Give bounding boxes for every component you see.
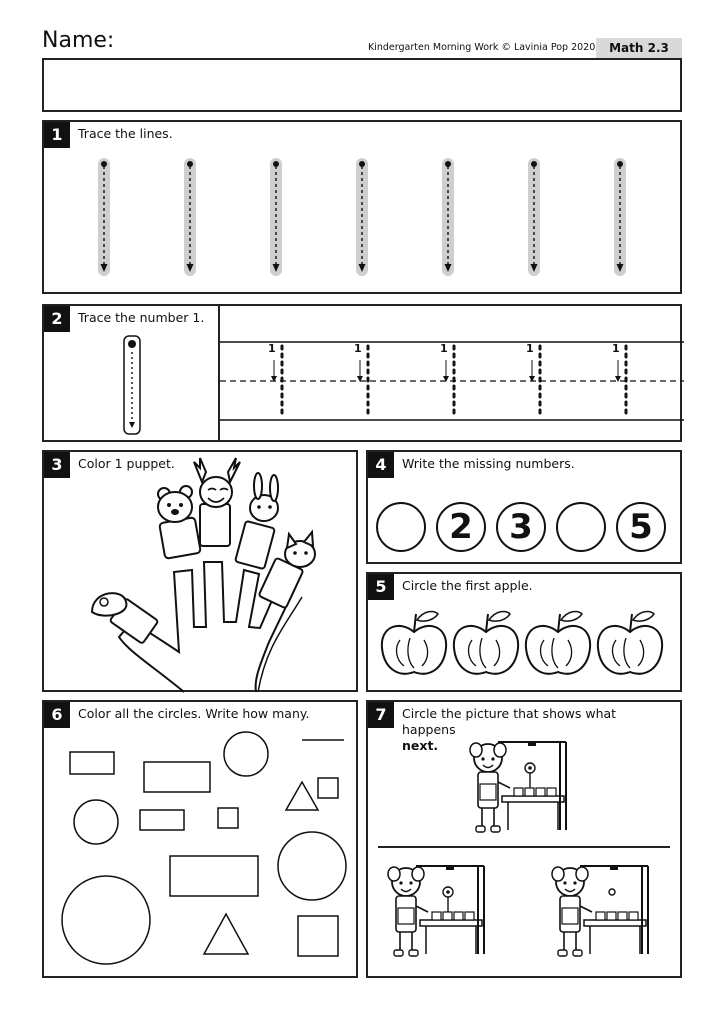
number-circle: 2 bbox=[436, 502, 486, 552]
apples-row[interactable] bbox=[368, 574, 684, 694]
section-first-apple: 5 Circle the first apple. bbox=[366, 572, 682, 692]
trace-digit-guide[interactable] bbox=[357, 344, 370, 418]
tracing-line[interactable] bbox=[614, 158, 626, 276]
section-count-circles: 6 Color all the circles. Write how many. bbox=[42, 700, 358, 978]
gardener-scene[interactable] bbox=[551, 865, 649, 957]
trace-digit-guide[interactable] bbox=[615, 344, 628, 418]
number-circle: 3 bbox=[496, 502, 546, 552]
section-instruction: Circle the first apple. bbox=[402, 578, 533, 593]
tracing-line[interactable] bbox=[184, 158, 196, 276]
section-instruction: Circle the picture that shows what happe… bbox=[402, 706, 617, 753]
apple-icon[interactable] bbox=[596, 610, 664, 675]
number-circle: 5 bbox=[616, 502, 666, 552]
name-label: Name: bbox=[42, 28, 115, 53]
apple-icon[interactable] bbox=[380, 610, 448, 675]
tracing-line[interactable] bbox=[356, 158, 368, 276]
divider-line bbox=[378, 846, 670, 848]
shapes-field[interactable] bbox=[44, 702, 360, 980]
section-instruction: Color 1 puppet. bbox=[78, 456, 175, 471]
credit-text: Kindergarten Morning Work © Lavinia Pop … bbox=[368, 42, 596, 53]
missing-number-circle[interactable] bbox=[376, 502, 426, 552]
trace-digit-label: 1 bbox=[526, 342, 534, 355]
name-field[interactable] bbox=[42, 58, 682, 112]
gardener-scene[interactable] bbox=[387, 865, 485, 957]
trace-digit-guide[interactable] bbox=[271, 344, 284, 418]
trace-digit-label: 1 bbox=[612, 342, 620, 355]
section-number: 7 bbox=[368, 702, 394, 728]
section-instruction: Write the missing numbers. bbox=[402, 456, 575, 471]
section-instruction: Trace the lines. bbox=[78, 126, 173, 141]
section-number: 6 bbox=[44, 702, 70, 728]
number-one-demo bbox=[123, 335, 684, 435]
tracing-line[interactable] bbox=[98, 158, 110, 276]
apple-icon[interactable] bbox=[452, 610, 520, 675]
apple-icon[interactable] bbox=[524, 610, 592, 675]
trace-digit-label: 1 bbox=[354, 342, 362, 355]
trace-digit-guide[interactable] bbox=[443, 344, 456, 418]
trace-digit-label: 1 bbox=[440, 342, 448, 355]
gardener-scene[interactable] bbox=[469, 741, 567, 833]
section-instruction: Color all the circles. Write how many. bbox=[78, 706, 310, 721]
section-number: 2 bbox=[44, 306, 70, 332]
missing-number-circle[interactable] bbox=[556, 502, 606, 552]
number-one-guide bbox=[123, 335, 141, 435]
section-number: 1 bbox=[44, 122, 70, 148]
handwriting-lines[interactable] bbox=[220, 341, 684, 421]
sequence-pictures[interactable] bbox=[368, 702, 684, 980]
tracing-line[interactable] bbox=[270, 158, 282, 276]
finger-puppets-illustration[interactable] bbox=[44, 452, 360, 694]
tracing-lines[interactable] bbox=[44, 122, 684, 296]
section-what-happens-next: 7 Circle the picture that shows what hap… bbox=[366, 700, 682, 978]
section-number: 3 bbox=[44, 452, 70, 478]
trace-digit-label: 1 bbox=[268, 342, 276, 355]
panel-divider bbox=[218, 306, 220, 440]
section-instruction: Trace the number 1. bbox=[78, 310, 205, 325]
section-trace-lines: 1 Trace the lines. bbox=[42, 120, 682, 294]
section-color-puppet: 3 Color 1 puppet. bbox=[42, 450, 360, 694]
section-number: 4 bbox=[368, 452, 394, 478]
worksheet-code-badge: Math 2.3 bbox=[596, 38, 682, 58]
section-trace-number: 2 Trace the number 1. 1 1 1 1 1 bbox=[42, 304, 684, 442]
section-number: 5 bbox=[368, 574, 394, 600]
tracing-line[interactable] bbox=[442, 158, 454, 276]
tracing-line[interactable] bbox=[528, 158, 540, 276]
trace-digit-guide[interactable] bbox=[529, 344, 542, 418]
